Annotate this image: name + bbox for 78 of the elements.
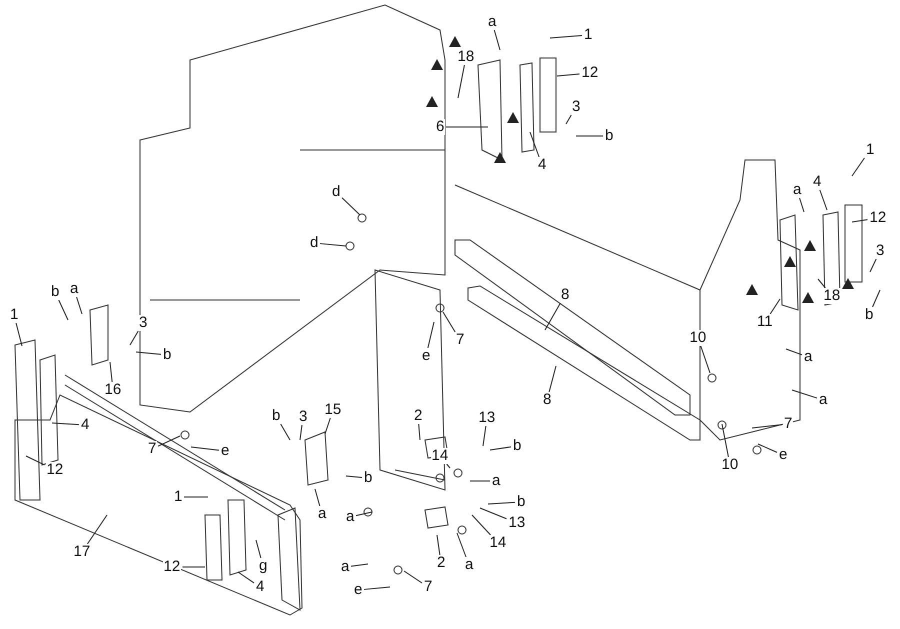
leader-line <box>110 362 113 382</box>
leader-line <box>446 464 450 468</box>
leader-line <box>184 496 208 498</box>
leader-line <box>494 30 500 50</box>
leader-line <box>722 424 729 458</box>
leader-line <box>446 126 488 128</box>
leader-line <box>182 566 206 568</box>
leader-line <box>548 366 556 392</box>
leader-line <box>818 278 826 288</box>
leader-line <box>190 446 220 451</box>
leader-line <box>130 330 139 346</box>
leader-line <box>342 197 360 216</box>
callout-label: 3 <box>571 99 582 115</box>
callout-label: 14 <box>430 448 450 464</box>
leader-line <box>324 418 331 434</box>
leader-line <box>58 300 68 320</box>
callout-label: 18 <box>822 288 842 304</box>
leader-line <box>786 348 802 356</box>
callout-label: 15 <box>324 402 342 418</box>
leader-line <box>26 456 45 466</box>
callout-label: b <box>50 284 60 300</box>
leader-line <box>346 476 362 478</box>
leader-line <box>404 570 422 584</box>
leader-line <box>350 564 368 567</box>
callout-label: 4 <box>812 174 822 190</box>
callout-label: 3 <box>138 315 148 331</box>
leader-line <box>442 312 456 332</box>
callout-label: 6 <box>435 119 446 135</box>
leader-line <box>76 296 82 314</box>
leader-line <box>758 444 778 453</box>
leader-line <box>314 488 320 506</box>
callout-label: 1 <box>9 307 20 323</box>
leader-line <box>158 436 180 447</box>
leader-line <box>550 34 582 38</box>
leader-line <box>870 258 877 272</box>
leader-line <box>488 502 516 504</box>
leader-line <box>136 352 162 355</box>
leader-line <box>799 198 804 212</box>
leader-line <box>852 158 865 176</box>
leader-line <box>16 322 22 346</box>
leader-line <box>418 424 420 440</box>
leader-line <box>52 422 80 426</box>
callout-label: g <box>258 558 268 574</box>
leader-line <box>86 514 108 544</box>
leader-line <box>320 243 346 246</box>
leader-line <box>427 322 434 348</box>
leader-line <box>470 480 490 482</box>
leader-line <box>544 302 561 330</box>
leader-line <box>752 424 782 428</box>
callout-label: 3 <box>298 409 308 425</box>
leader-line <box>852 219 868 222</box>
leader-line <box>490 446 512 450</box>
callout-label: 13 <box>478 410 496 426</box>
leader-line <box>256 540 262 558</box>
callout-label: 10 <box>688 330 708 346</box>
leader-line <box>700 346 710 374</box>
callout-label: 8 <box>560 287 570 303</box>
leader-line <box>556 73 580 76</box>
leader-line <box>472 514 492 536</box>
leader-line <box>480 508 507 520</box>
leader-line <box>566 114 572 124</box>
leader-line <box>819 190 828 210</box>
leader-line <box>364 586 390 590</box>
callout-label: 3 <box>875 243 886 259</box>
leader-line <box>280 424 290 440</box>
leader-line <box>436 534 440 556</box>
callout-label: 18 <box>456 49 476 65</box>
leader-line <box>792 390 818 399</box>
leader-line <box>238 572 254 584</box>
leader-line <box>356 512 372 516</box>
leader-line <box>300 424 302 440</box>
leader-line <box>530 132 540 158</box>
callout-label: b <box>271 408 282 424</box>
leader-line <box>482 426 486 446</box>
leader-line <box>458 64 465 98</box>
leader-line <box>456 532 466 558</box>
leader-line <box>770 298 780 314</box>
leader-line <box>872 290 880 308</box>
